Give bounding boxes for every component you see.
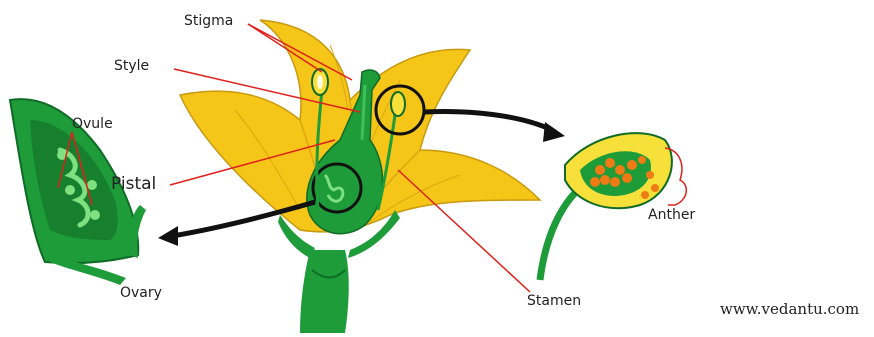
label-style: Style xyxy=(114,59,149,73)
arrow-left-head xyxy=(158,226,178,246)
label-ovule: Ovule xyxy=(72,117,113,131)
label-anther: Anther xyxy=(648,208,695,222)
label-pistal: Pistal xyxy=(111,176,156,193)
arrow-right-head xyxy=(543,122,565,142)
label-stigma: Stigma xyxy=(184,14,233,28)
ovary-zoom-circle xyxy=(313,164,361,212)
label-ovary: Ovary xyxy=(120,286,162,300)
watermark: www.vedantu.com xyxy=(720,300,859,318)
label-stamen: Stamen xyxy=(527,294,581,308)
